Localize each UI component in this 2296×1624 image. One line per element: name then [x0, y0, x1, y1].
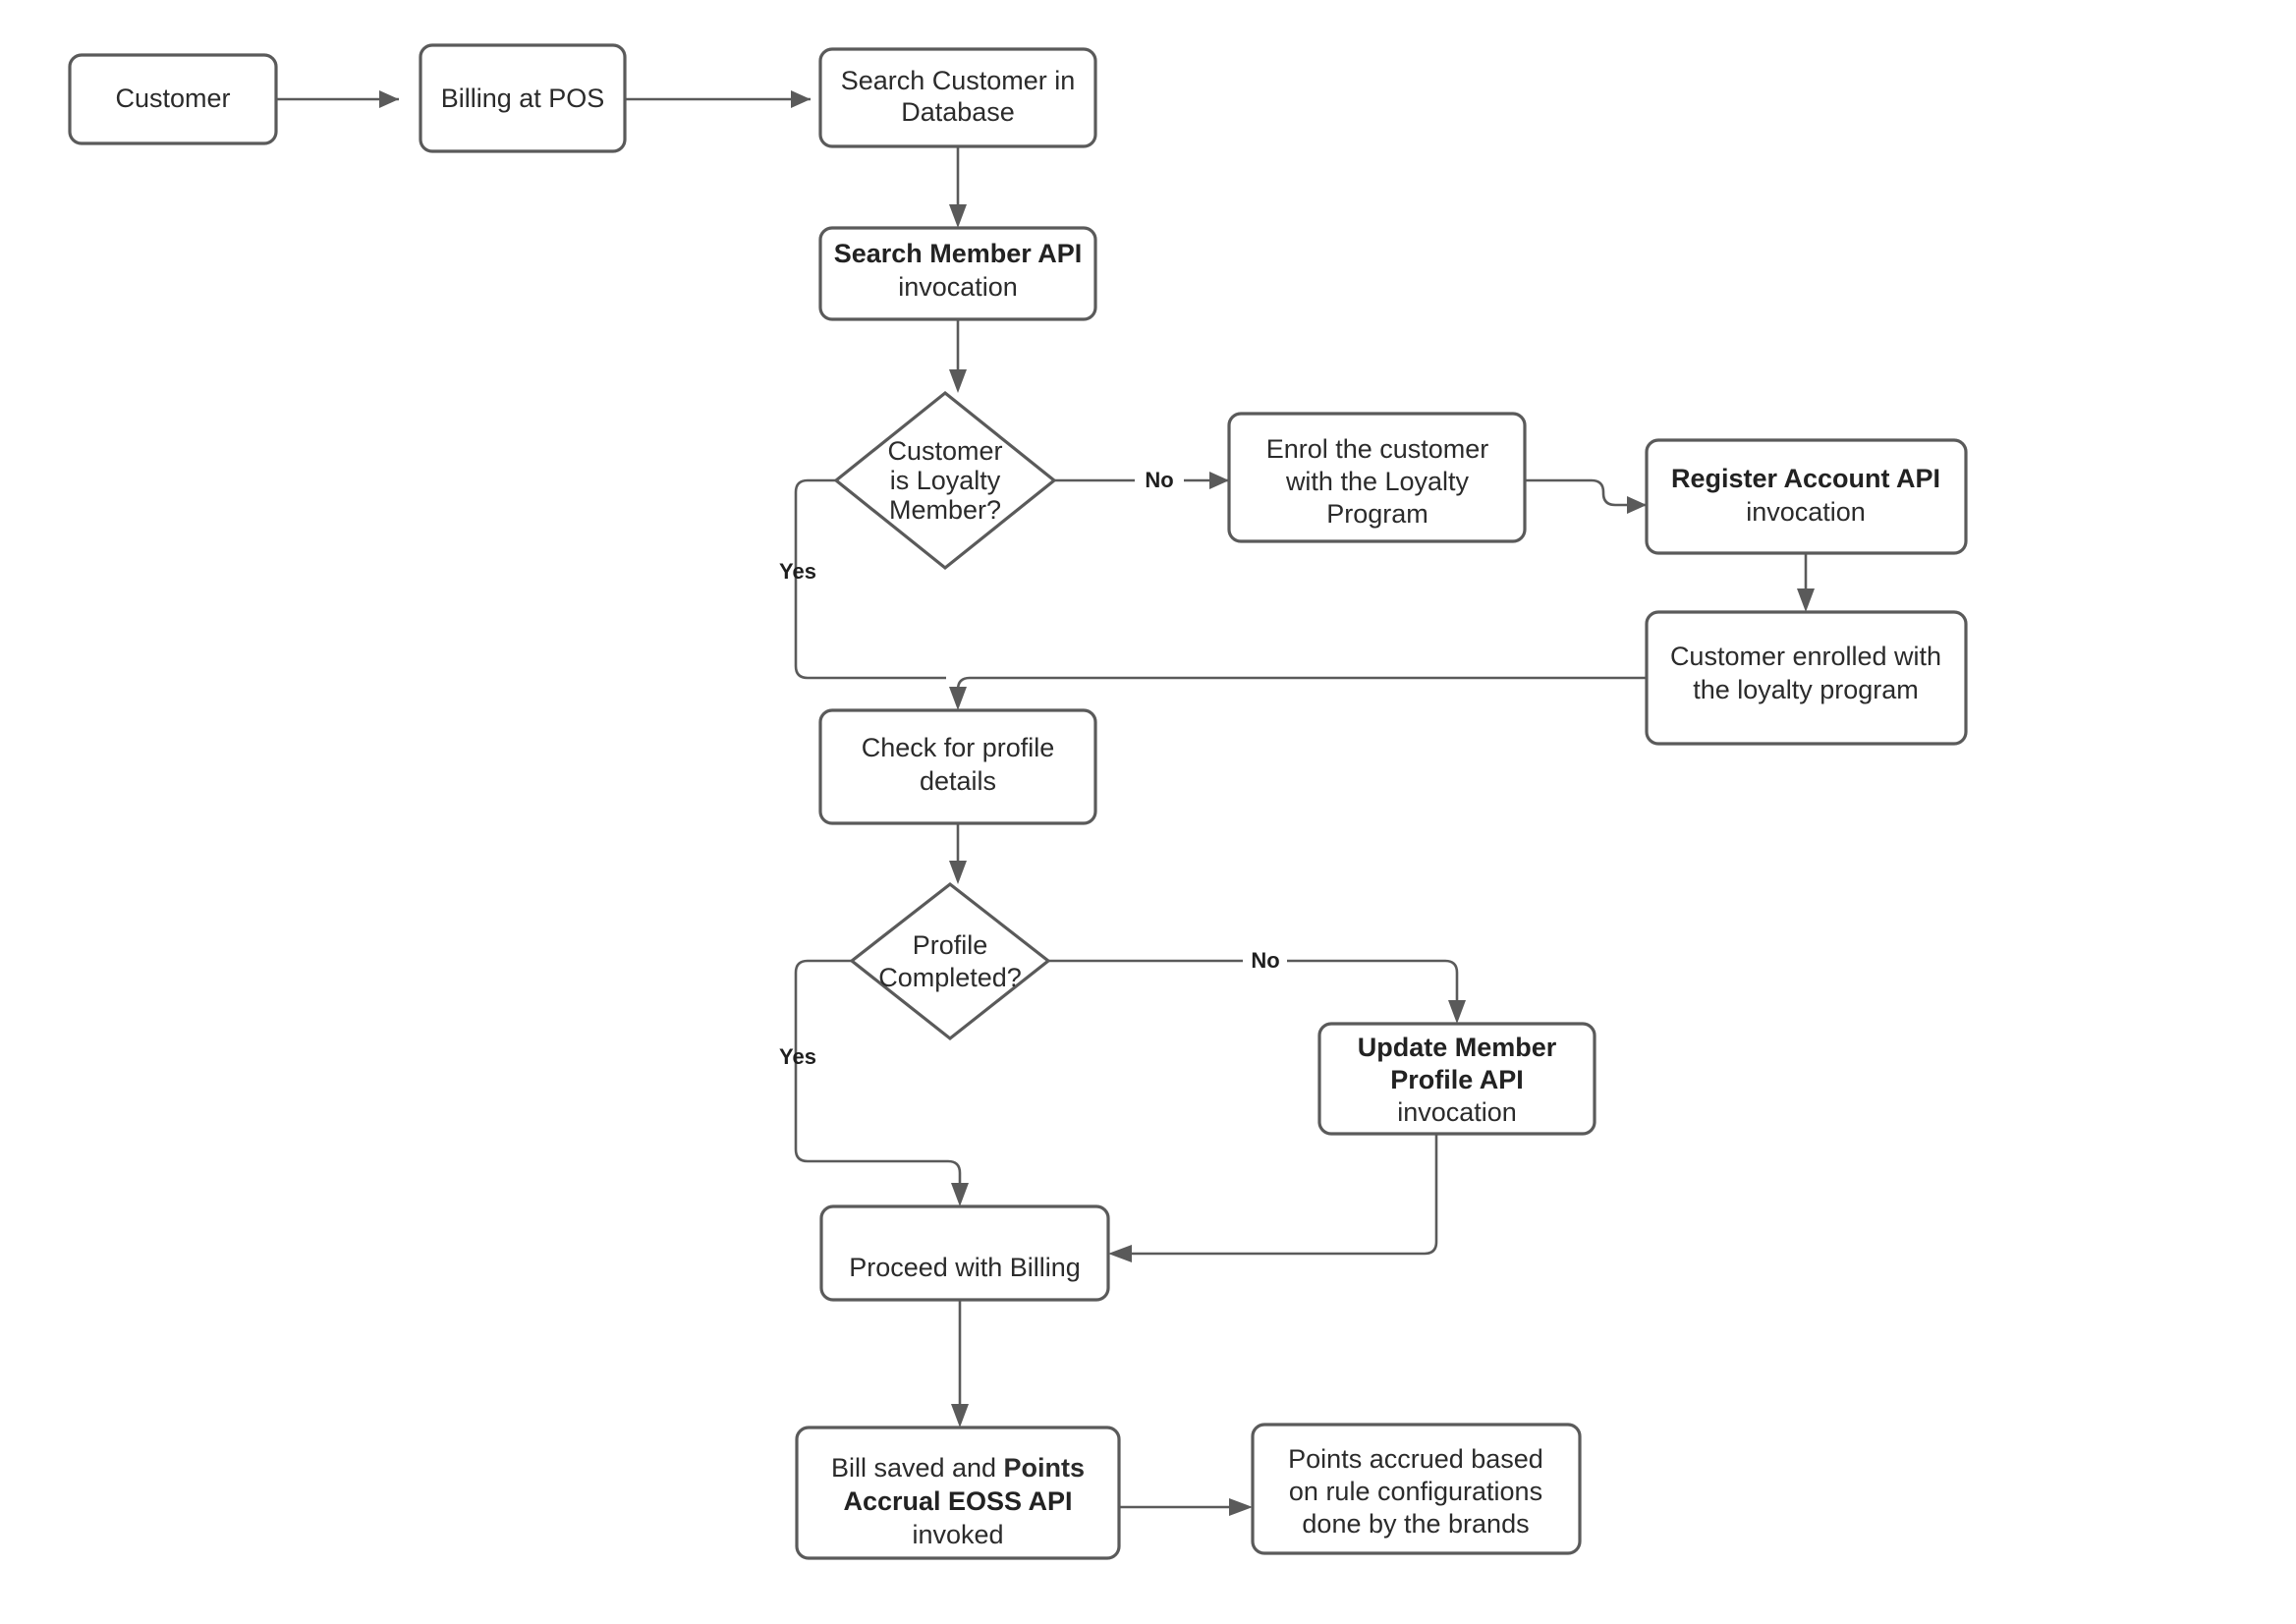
node-profile-decision-shape[interactable] [849, 881, 1051, 1041]
node-register-account-api-line1: Register Account API [1671, 464, 1940, 493]
node-enrol-customer[interactable]: Enrol the customer with the Loyalty Prog… [1227, 412, 1527, 543]
node-bill-saved-line1-regular: Bill saved and [831, 1453, 1004, 1483]
node-points-accrued-line1: Points accrued based [1288, 1444, 1543, 1474]
node-loyalty-decision[interactable]: Customer is Loyalty Member? [833, 390, 1057, 571]
node-search-customer-line1: Search Customer in [841, 66, 1076, 95]
node-search-customer-line2: Database [901, 97, 1015, 127]
node-update-member-profile-api-line3: invocation [1397, 1097, 1517, 1127]
edge-proceed-billing-to-bill-saved [951, 1300, 969, 1428]
node-register-account-api[interactable]: Register Account API invocation [1645, 438, 1968, 555]
node-check-profile-line1: Check for profile [862, 733, 1055, 762]
node-search-member-api-line1: Search Member API [834, 239, 1083, 268]
edge-search-customer-to-search-member-api [949, 146, 967, 228]
node-customer-shape[interactable] [68, 53, 278, 145]
node-enrol-customer-line1: Enrol the customer [1266, 434, 1489, 464]
node-billing-at-pos-label: Billing at POS [441, 84, 605, 113]
node-customer-enrolled[interactable]: Customer enrolled with the loyalty progr… [1645, 610, 1968, 746]
node-points-accrued[interactable]: Points accrued based on rule configurati… [1251, 1423, 1582, 1555]
node-search-customer[interactable]: Search Customer in Database [818, 47, 1097, 148]
node-search-member-api-line2: invocation [898, 272, 1018, 302]
node-search-customer-shape[interactable] [818, 47, 1097, 148]
node-proceed-billing[interactable]: Proceed with Billing [819, 1204, 1110, 1302]
node-register-account-api-shape[interactable] [1645, 438, 1968, 555]
node-bill-saved-line3: invoked [912, 1520, 1003, 1549]
node-loyalty-decision-line1: Customer [887, 436, 1002, 466]
node-customer[interactable]: Customer [68, 53, 278, 145]
node-enrol-customer-line2: with the Loyalty [1285, 467, 1470, 496]
nodes-layer: Customer Billing at POS Search Customer … [68, 43, 1968, 1560]
node-points-accrued-line2: on rule configurations [1289, 1477, 1542, 1506]
node-enrol-customer-shape[interactable] [1227, 412, 1527, 543]
node-profile-decision[interactable]: Profile Completed? [849, 881, 1051, 1041]
node-bill-saved-line2: Accrual EOSS API [843, 1486, 1072, 1516]
edge-bill-saved-to-points-accrued [1119, 1498, 1253, 1516]
node-billing-at-pos[interactable]: Billing at POS [419, 43, 627, 153]
node-check-profile[interactable]: Check for profile details [818, 708, 1097, 825]
node-customer-enrolled-shape[interactable] [1645, 610, 1968, 746]
edge-register-api-to-customer-enrolled [1797, 553, 1815, 612]
node-customer-enrolled-line1: Customer enrolled with [1670, 642, 1941, 671]
edge-enrol-to-register-api [1525, 478, 1647, 514]
edge-label-loyalty-yes: Yes [779, 559, 816, 584]
node-customer-label: Customer [115, 84, 230, 113]
node-loyalty-decision-line2: is Loyalty [890, 466, 1001, 495]
edge-billing-to-search-customer [625, 90, 811, 108]
node-bill-saved-shape[interactable] [795, 1426, 1121, 1560]
node-customer-enrolled-line2: the loyalty program [1693, 675, 1919, 704]
node-check-profile-line2: details [920, 766, 996, 796]
node-loyalty-decision-shape[interactable] [833, 390, 1057, 571]
node-check-profile-shape[interactable] [818, 708, 1097, 825]
edge-customer-to-billing [276, 90, 399, 108]
node-bill-saved[interactable]: Bill saved and Points Accrual EOSS API i… [795, 1426, 1121, 1560]
node-billing-at-pos-shape[interactable] [419, 43, 627, 153]
node-search-member-api-shape[interactable] [818, 226, 1097, 321]
node-points-accrued-shape[interactable] [1251, 1423, 1582, 1555]
edge-search-member-api-to-loyalty-decision [949, 319, 967, 393]
node-profile-decision-line1: Profile [913, 930, 988, 960]
node-update-member-profile-api[interactable]: Update Member Profile API invocation [1317, 1022, 1596, 1136]
node-proceed-billing-label: Proceed with Billing [849, 1253, 1081, 1282]
node-register-account-api-line2: invocation [1746, 497, 1866, 527]
node-search-member-api[interactable]: Search Member API invocation [818, 226, 1097, 321]
node-enrol-customer-line3: Program [1326, 499, 1428, 529]
edge-profile-yes-to-proceed-billing: Yes [779, 959, 969, 1206]
node-proceed-billing-shape[interactable] [819, 1204, 1110, 1302]
node-profile-decision-line2: Completed? [878, 963, 1022, 992]
node-bill-saved-line1-bold: Points [1004, 1453, 1086, 1483]
edge-label-profile-yes: Yes [779, 1044, 816, 1069]
edge-label-profile-no: No [1251, 948, 1279, 973]
edge-label-loyalty-no: No [1145, 468, 1173, 492]
node-update-member-profile-api-line2: Profile API [1390, 1065, 1524, 1094]
edges-layer: Enrol the customer --> No down and right… [276, 90, 1815, 1516]
node-points-accrued-line3: done by the brands [1302, 1509, 1529, 1539]
node-update-member-profile-api-shape[interactable] [1317, 1022, 1596, 1136]
node-bill-saved-line1: Bill saved and Points [831, 1453, 1085, 1483]
edge-loyalty-no-to-enrol: No [1054, 468, 1229, 492]
edge-customer-enrolled-to-check-profile [949, 676, 1647, 710]
node-update-member-profile-api-line1: Update Member [1358, 1033, 1557, 1062]
node-loyalty-decision-line3: Member? [889, 495, 1001, 525]
edge-loyalty-yes-to-check-profile: Yes [779, 478, 946, 680]
edge-update-api-to-proceed-billing [1108, 1134, 1438, 1262]
edge-check-profile-to-profile-decision [949, 823, 967, 884]
edge-profile-no-to-update-api: No [1048, 948, 1466, 1024]
